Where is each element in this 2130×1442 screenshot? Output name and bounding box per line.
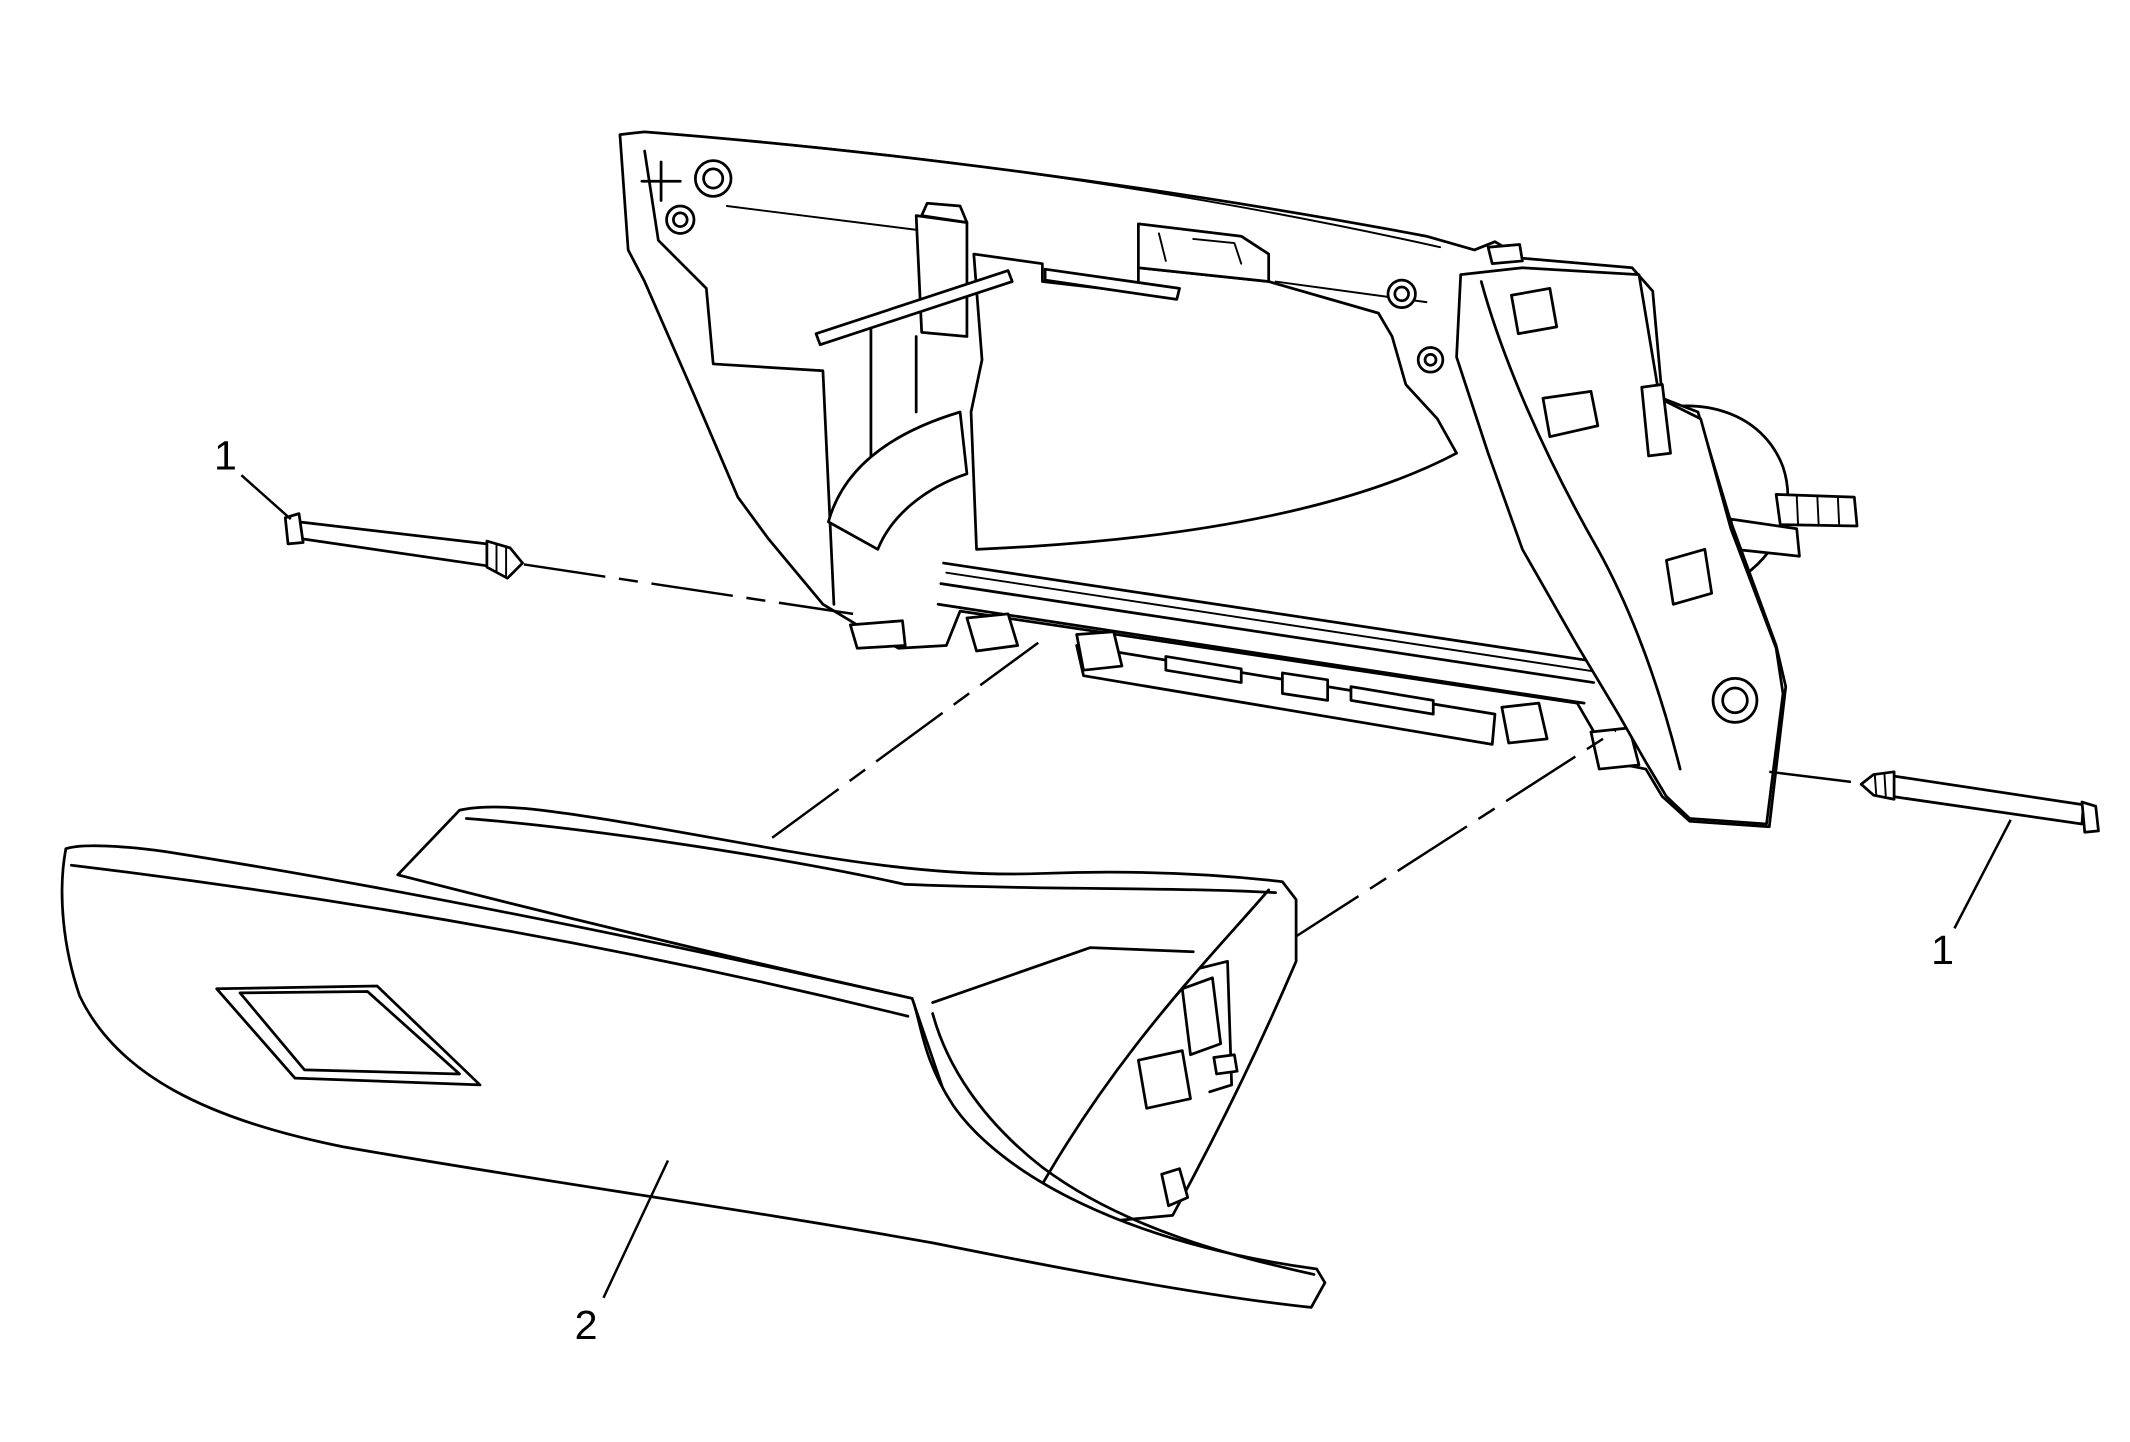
glove-box-latch-lower [1137,1049,1192,1110]
glove-box [60,805,1327,1309]
frame-top-bar-inner-edge [643,149,836,606]
frame-lower-bracket-slot-right [1349,685,1435,716]
frame-nut-right-inner [1423,352,1438,367]
alignment-line-glove-box-left [771,641,1039,839]
frame-right-bracket-tab [1541,390,1600,439]
glove-box-bin-floor-edge [931,946,1195,1004]
glove-box-door-end-edge [931,1012,1316,1276]
frame-top-bar-crease [739,139,1442,249]
frame-mount-nut-inner [672,211,689,228]
frame-rail-clip-2 [1075,630,1124,672]
frame-bottom-rail-edge-1 [942,561,1600,664]
frame-right-bracket-slot-lower [1640,383,1672,458]
glove-box-door-face [60,844,1327,1309]
alignment-line-glove-box-right [1288,729,1617,942]
frame-bottom-rail-edge-4 [936,602,1586,705]
frame-diagonal-strip [814,269,1014,347]
frame-bottom-rail-edge-2 [945,571,1597,673]
mounting-frame [618,130,1859,829]
frame-right-bracket-inner-edge [1479,280,1682,771]
frame-rail-clip-1 [965,612,1020,653]
glove-box-handle-recess-inner [238,990,461,1076]
callout-leader-left-fastener [240,474,292,521]
frame-right-bracket [1455,266,1785,826]
alignment-line-left-fastener [523,563,854,616]
frame-right-bracket-slot-upper [1510,287,1559,336]
callout-label-left-fastener: 1 [214,433,237,479]
frame-left-scoop [827,410,969,551]
frame-rail-clip-3 [1500,701,1549,745]
callout-label-glove-box: 2 [575,1302,598,1348]
diagram-linework [60,130,2100,1309]
fastener-right-head [2080,800,2100,834]
frame-raised-block-detail [1157,232,1243,265]
fastener-right [1859,770,2100,834]
frame-right-bracket-latch-box [1665,547,1714,606]
frame-left-tab [848,619,907,650]
fastener-left-head [283,512,305,546]
callout-leader-glove-box [602,1159,670,1299]
glove-box-bin [396,805,1298,1231]
glove-box-latch-upper [1180,976,1223,1057]
callout-leader-right-fastener [1953,819,2012,929]
frame-opening [969,252,1458,551]
frame-left-post-tab [920,201,969,224]
frame-hole-right-inner [1393,285,1410,303]
frame-bottom-rail-edge-3 [939,582,1596,684]
frame-raised-block [1137,222,1271,283]
frame-actuator-connector-ribs [1795,494,1841,527]
frame-locator-crosshair [640,160,682,202]
frame-lower-bracket-slot-center [1281,671,1330,702]
callout-label-right-fastener: 1 [1931,927,1954,973]
frame-rail-clip-4 [1589,726,1641,771]
fastener-left [283,512,524,580]
glove-box-hinge [1160,1167,1190,1208]
glove-box-handle-recess [215,984,482,1087]
fastener-right-tip-ribs [1873,773,1887,799]
glove-box-latch-knob [1212,1053,1239,1076]
glove-box-side-face-edge [1027,888,1271,1210]
frame-left-post [914,214,969,338]
fastener-left-tip-ribs [495,542,508,577]
frame-lower-bracket-slot-left [1164,655,1243,684]
alignment-line-right-fastener [1769,770,1859,785]
frame-right-bracket-hole-inner [1721,686,1749,715]
glove-box-door-top-lip [69,863,910,1018]
frame-top-right-tab [1486,243,1524,266]
frame-slot [1043,267,1181,301]
glove-box-latch-rail [1198,959,1234,1094]
frame-mount-hole-inner [702,167,725,190]
glove-box-bin-rim-edge [464,817,1277,895]
